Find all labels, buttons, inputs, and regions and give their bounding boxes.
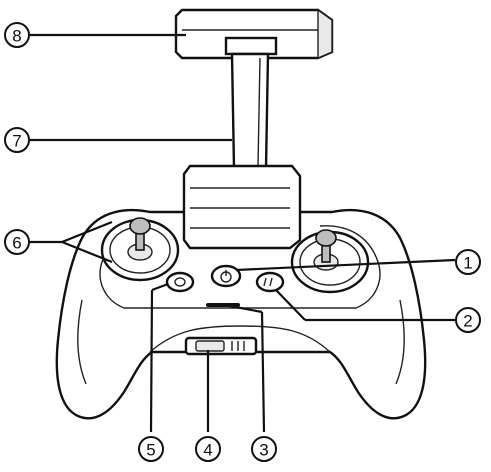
callout-number: 2 xyxy=(463,312,472,331)
callout-number: 7 xyxy=(12,132,21,151)
phone-holder-top xyxy=(176,10,332,58)
callout-4: 4 xyxy=(196,437,220,461)
callout-number: 5 xyxy=(146,441,155,460)
callout-3: 3 xyxy=(252,437,276,461)
callout-number: 4 xyxy=(203,441,212,460)
callout-number: 8 xyxy=(12,27,21,46)
callout-7: 7 xyxy=(5,128,29,152)
left-control-stick[interactable] xyxy=(102,218,178,280)
right-control-stick[interactable] xyxy=(292,230,368,292)
callout-8: 8 xyxy=(5,23,29,47)
callout-number: 6 xyxy=(12,234,21,253)
phone-clamp-arm xyxy=(232,54,268,168)
holder-base xyxy=(184,166,300,248)
return-home-button[interactable] xyxy=(167,273,193,291)
callout-1: 1 xyxy=(456,250,480,274)
callout-6: 6 xyxy=(5,230,29,254)
usb-port[interactable] xyxy=(186,338,256,354)
function-button[interactable] xyxy=(257,273,283,291)
callout-number: 3 xyxy=(259,441,268,460)
power-button[interactable] xyxy=(212,266,240,286)
callout-number: 1 xyxy=(463,254,472,273)
callout-2: 2 xyxy=(456,308,480,332)
callout-5: 5 xyxy=(139,437,163,461)
